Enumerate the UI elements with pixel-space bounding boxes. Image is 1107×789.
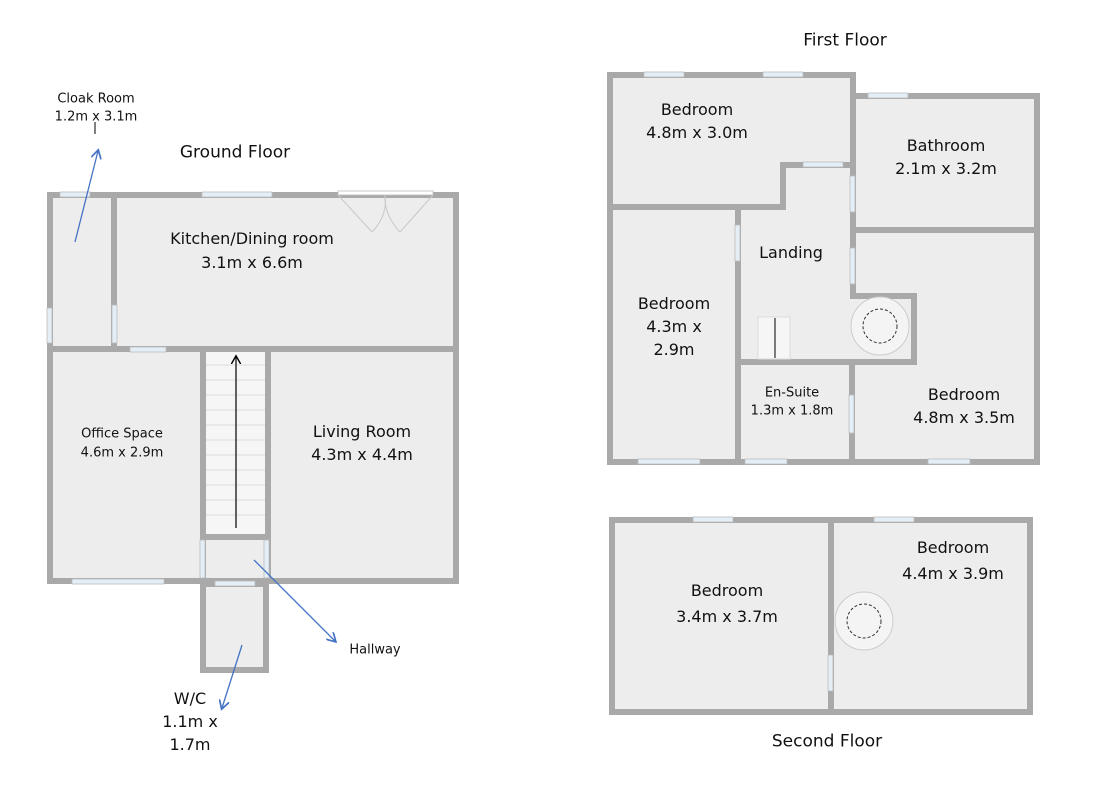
- room-size: 4.3m x 4.4m: [311, 445, 413, 464]
- room-name: Office Space: [81, 426, 163, 442]
- room-size: 4.3m x: [646, 317, 702, 336]
- room-size: 1.7m: [169, 735, 211, 754]
- cloak-room-arrow: [74, 151, 98, 243]
- room-name: En-Suite: [764, 385, 820, 401]
- wc-arrow: [222, 644, 243, 708]
- ground-floor-title: Ground Floor: [179, 142, 291, 163]
- room-size: 3.4m x 3.7m: [676, 607, 778, 626]
- room-name: Landing: [759, 243, 823, 262]
- bathroom: [850, 93, 1040, 233]
- room-name: Bedroom: [660, 100, 734, 119]
- room-size: 4.8m x 3.0m: [646, 123, 748, 142]
- room-name: Kitchen/Dining room: [170, 229, 334, 248]
- second-floor-title: Second Floor: [771, 731, 883, 752]
- wc: [200, 581, 269, 673]
- first-floor-title: First Floor: [803, 30, 887, 51]
- en-suite: [735, 359, 855, 465]
- room-name: Bathroom: [906, 136, 986, 155]
- bedroom-4: [609, 517, 834, 715]
- room-size: 3.1m x 6.6m: [201, 253, 303, 272]
- room-name: W/C: [173, 689, 207, 708]
- spiral-staircase-second: [834, 591, 894, 651]
- hallway-arrow: [253, 559, 335, 641]
- room-size: 2.9m: [653, 340, 695, 359]
- room-size: 4.8m x 3.5m: [913, 408, 1015, 427]
- room-name: Bedroom: [690, 581, 764, 600]
- bedroom-3: [849, 227, 1040, 465]
- room-name: Bedroom: [637, 294, 711, 313]
- room-name: Bedroom: [927, 385, 1001, 404]
- room-size: 1.2m x 3.1m: [54, 109, 138, 125]
- room-name: Living Room: [312, 422, 412, 441]
- room-name: Cloak Room: [57, 91, 135, 107]
- spiral-staircase-first: [850, 296, 910, 356]
- room-size: 4.4m x 3.9m: [902, 564, 1004, 583]
- kitchen-dining-room: [111, 192, 459, 352]
- bedroom-2: [607, 204, 741, 465]
- room-size: 2.1m x 3.2m: [895, 159, 997, 178]
- room-size: 4.6m x 2.9m: [80, 445, 164, 461]
- room-name: Hallway: [349, 642, 401, 658]
- living-room: [265, 346, 459, 584]
- hallway: [200, 534, 271, 584]
- room-size: 1.1m x: [162, 712, 218, 731]
- cloak-room: [47, 192, 117, 352]
- room-size: 1.3m x 1.8m: [750, 403, 834, 419]
- room-name: Bedroom: [916, 538, 990, 557]
- office-space: [47, 346, 206, 584]
